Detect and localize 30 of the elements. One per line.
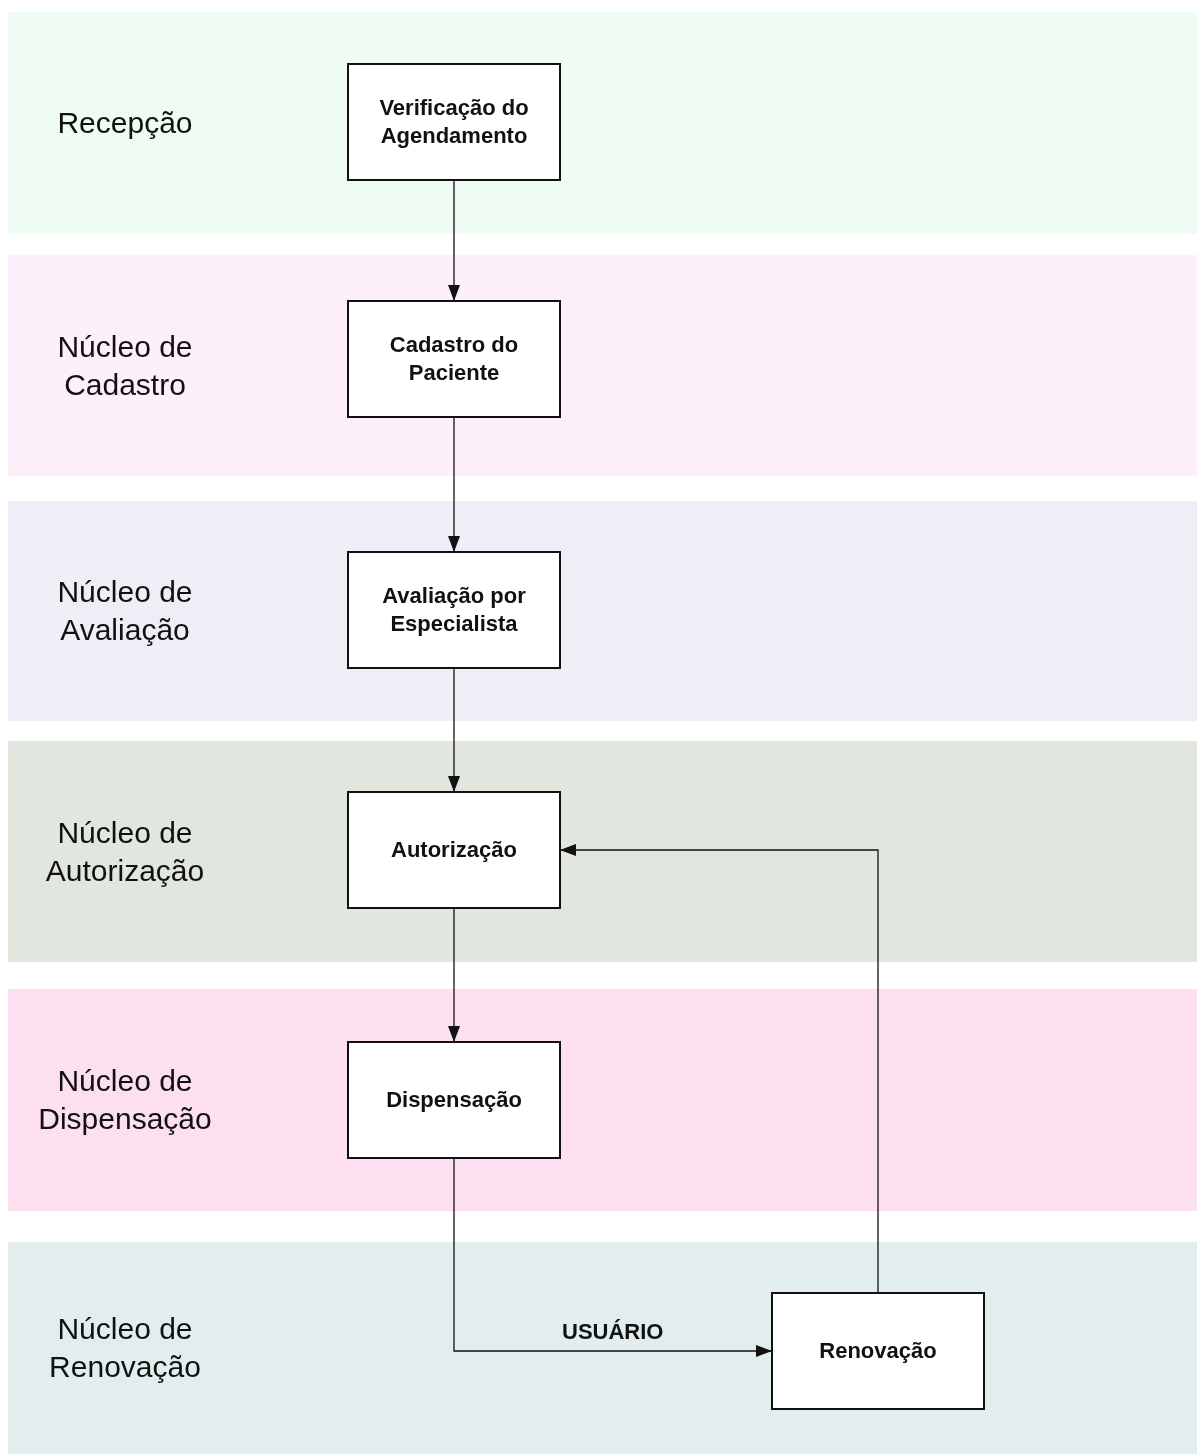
process-label: Cadastro do Paciente	[388, 331, 520, 387]
lane-title: Recepção	[56, 105, 194, 141]
lane-title: Núcleo de Cadastro	[56, 328, 194, 403]
arrow	[448, 908, 460, 1042]
arrow	[448, 180, 460, 301]
swimlane-band	[8, 255, 1197, 476]
swimlane-band	[8, 741, 1197, 962]
lane-title: Núcleo de Renovação	[48, 1311, 202, 1385]
process-box	[347, 791, 561, 909]
process-box	[771, 1292, 985, 1410]
process-box	[347, 300, 561, 418]
swimlane-band	[8, 1242, 1197, 1454]
process-label: Renovação	[818, 1337, 938, 1365]
process-label: Avaliação por Especialista	[381, 582, 527, 638]
arrow	[453, 1158, 772, 1357]
lane-title: Núcleo de Avaliação	[56, 574, 194, 648]
process-box	[347, 63, 561, 181]
arrow	[448, 417, 460, 552]
process-box	[347, 551, 561, 669]
lane-title: Núcleo de Dispensação	[37, 1063, 213, 1137]
process-label: Verificação do Agendamento	[378, 94, 530, 150]
process-label: Autorização	[390, 836, 518, 864]
swimlane-band	[8, 501, 1197, 721]
process-label: Dispensação	[385, 1086, 523, 1114]
arrow	[448, 668, 460, 792]
swimlane-band	[8, 12, 1197, 234]
swimlane-band	[8, 989, 1197, 1211]
lane-title: Núcleo de Autorização	[44, 814, 206, 889]
process-box	[347, 1041, 561, 1159]
arrow	[560, 844, 879, 1293]
